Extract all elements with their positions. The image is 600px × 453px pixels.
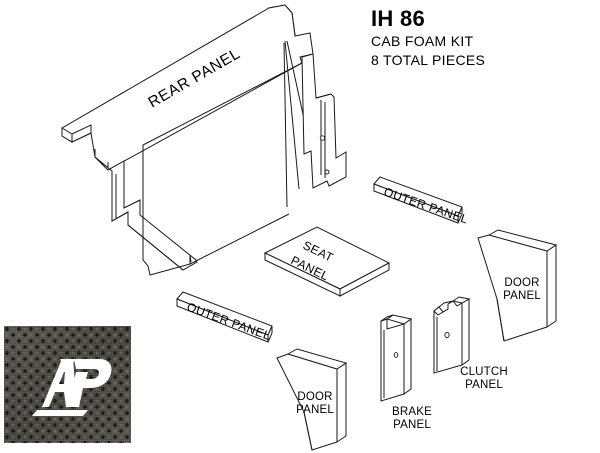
part-label-door-panel-right-line2: PANEL	[503, 290, 541, 302]
part-rear-panel: REAR PANEL	[61, 4, 347, 276]
part-label-door-panel-left-line2: PANEL	[296, 404, 334, 416]
part-outer-panel-left: OUTER PANEL	[176, 291, 273, 343]
part-door-panel-left: DOOR PANEL	[276, 348, 348, 451]
part-label-clutch-panel-line2: PANEL	[465, 379, 503, 391]
kit-piece-count: 8 TOTAL PIECES	[371, 52, 486, 68]
part-label-door-panel-right-line1: DOOR	[504, 277, 539, 289]
title-block: IH 86 CAB FOAM KIT 8 TOTAL PIECES	[371, 6, 586, 70]
part-label-brake-panel-line2: PANEL	[393, 419, 431, 431]
part-seat-panel: SEAT PANEL	[263, 226, 391, 297]
ap-logo-icon	[32, 359, 112, 416]
part-outer-panel-right: OUTER PANEL	[373, 176, 470, 227]
part-clutch-panel: CLUTCH PANEL	[433, 296, 508, 391]
kit-code: IH 86	[371, 6, 426, 31]
part-door-panel-right: DOOR PANEL	[477, 229, 558, 342]
material-swatch	[4, 326, 131, 443]
kit-name: CAB FOAM KIT	[371, 33, 474, 49]
part-brake-panel: BRAKE PANEL	[380, 314, 432, 431]
part-label-brake-panel-line1: BRAKE	[392, 406, 432, 418]
part-label-clutch-panel-line1: CLUTCH	[460, 366, 508, 378]
part-label-door-panel-left-line1: DOOR	[297, 391, 332, 403]
